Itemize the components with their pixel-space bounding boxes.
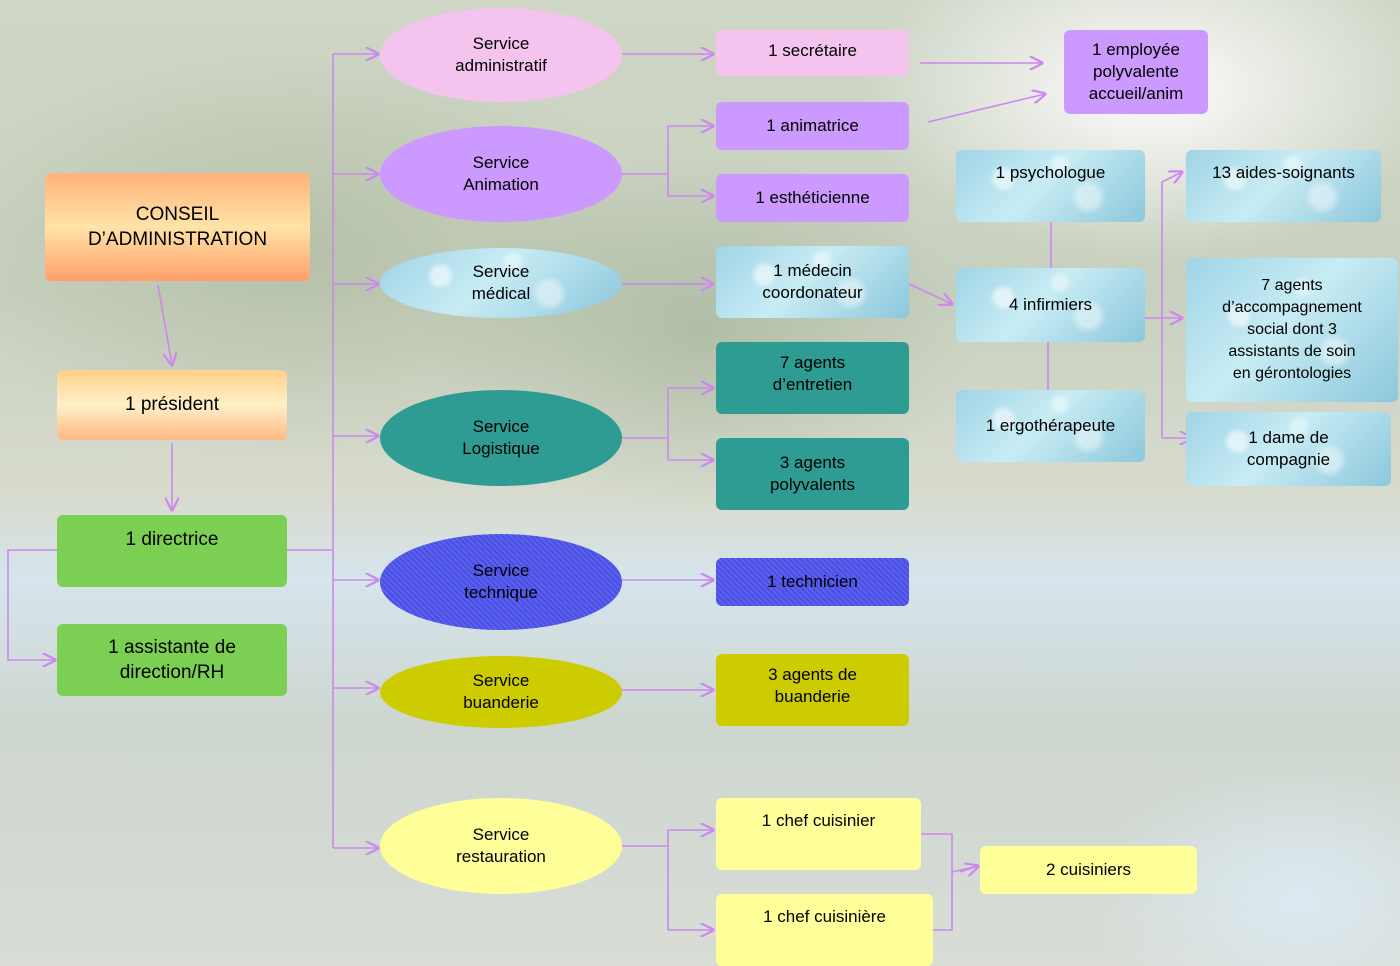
directrice-box: 1 directrice xyxy=(57,515,287,587)
dame-compagnie-box: 1 dame de compagnie xyxy=(1186,412,1391,486)
edge-medecin-infirmiers xyxy=(908,283,952,304)
service-technique-label: Service technique xyxy=(464,561,538,602)
service-administratif-label: Service administratif xyxy=(455,34,547,75)
employee-polyvalente-label: 1 employée polyvalente accueil/anim xyxy=(1088,40,1184,103)
psychologue-label: 1 psychologue xyxy=(995,163,1106,182)
aides-soignants-label: 13 aides-soignants xyxy=(1212,163,1355,182)
edge-resto-branch xyxy=(622,830,669,930)
service-technique-node: Service technique xyxy=(380,534,622,630)
psychologue-box: 1 psychologue xyxy=(956,150,1145,222)
service-restauration-node: Service restauration xyxy=(380,798,622,894)
chef-cuisiniere-label: 1 chef cuisinière xyxy=(763,907,886,926)
president-label: 1 président xyxy=(124,394,219,415)
chef-cuisiniere-box: 1 chef cuisinière xyxy=(716,894,933,966)
service-logistique-label: Service Logistique xyxy=(462,417,540,458)
service-logistique-node: Service Logistique xyxy=(380,390,622,486)
service-buanderie-label: Service buanderie xyxy=(463,671,539,712)
edge-animatrice-employee xyxy=(927,94,1045,123)
agents-entretien-label: 7 agents d’entretien xyxy=(772,353,853,394)
ergotherapeute-label: 1 ergothérapeute xyxy=(985,416,1116,435)
service-animation-node: Service Animation xyxy=(380,126,622,222)
employee-polyvalente-box: 1 employée polyvalente accueil/anim xyxy=(1064,30,1208,114)
secretaire-box: 1 secrétaire xyxy=(716,30,909,76)
technicien-box: 1 technicien xyxy=(716,558,909,606)
ergotherapeute-box: 1 ergothérapeute xyxy=(956,390,1145,462)
agents-entretien-box: 7 agents d’entretien xyxy=(716,342,909,414)
edge-anim-branch xyxy=(622,126,669,196)
edge-directrice-assistante xyxy=(7,549,57,660)
conseil-administration-box: CONSEIL D’ADMINISTRATION xyxy=(45,173,310,281)
assistante-box: 1 assistante de direction/RH xyxy=(57,624,287,696)
aides-soignants-box: 13 aides-soignants xyxy=(1186,150,1381,222)
service-restauration-label: Service restauration xyxy=(456,825,546,866)
edge-logi-branch xyxy=(622,388,669,460)
medecin-coordonateur-label: 1 médecin coordonateur xyxy=(762,261,863,302)
agents-polyvalents-label: 3 agents polyvalents xyxy=(769,453,856,494)
chef-cuisinier-label: 1 chef cuisinier xyxy=(761,811,876,830)
agents-buanderie-label: 3 agents de buanderie xyxy=(768,665,857,706)
agents-polyvalents-box: 3 agents polyvalents xyxy=(716,438,909,510)
medecin-coordonateur-box: 1 médecin coordonateur xyxy=(716,246,909,318)
service-animation-label: Service Animation xyxy=(463,153,539,194)
service-administratif-node: Service administratif xyxy=(380,8,622,102)
dame-compagnie-label: 1 dame de compagnie xyxy=(1246,428,1331,469)
service-medical-node: Service médical xyxy=(380,248,622,318)
agents-accompagnement-box: 7 agents d’accompagnement social dont 3 … xyxy=(1186,258,1398,402)
technicien-label: 1 technicien xyxy=(767,572,858,591)
service-buanderie-node: Service buanderie xyxy=(380,656,622,728)
chef-cuisinier-box: 1 chef cuisinier xyxy=(716,798,921,870)
secretaire-label: 1 secrétaire xyxy=(768,41,857,60)
agents-accompagnement-label: 7 agents d’accompagnement social dont 3 … xyxy=(1222,277,1362,382)
animatrice-label: 1 animatrice xyxy=(766,116,859,135)
service-medical-label: Service médical xyxy=(471,262,531,303)
estheticienne-box: 1 esthéticienne xyxy=(716,174,909,222)
assistante-label: 1 assistante de direction/RH xyxy=(108,637,236,683)
president-box: 1 président xyxy=(57,370,287,440)
directrice-label: 1 directrice xyxy=(125,529,219,550)
infirmiers-box: 4 infirmiers xyxy=(956,268,1145,342)
estheticienne-label: 1 esthéticienne xyxy=(755,188,870,207)
animatrice-box: 1 animatrice xyxy=(716,102,909,150)
edge-inf-branch xyxy=(1145,182,1163,438)
conseil-administration-label: CONSEIL D’ADMINISTRATION xyxy=(87,204,268,250)
agents-buanderie-box: 3 agents de buanderie xyxy=(716,654,909,726)
infirmiers-label: 4 infirmiers xyxy=(1008,295,1093,314)
cuisiniers-label: 2 cuisiniers xyxy=(1045,860,1132,879)
edge-conseil-president xyxy=(157,284,172,365)
cuisiniers-box: 2 cuisiniers xyxy=(980,846,1197,894)
edge-to-aides xyxy=(1161,172,1182,182)
